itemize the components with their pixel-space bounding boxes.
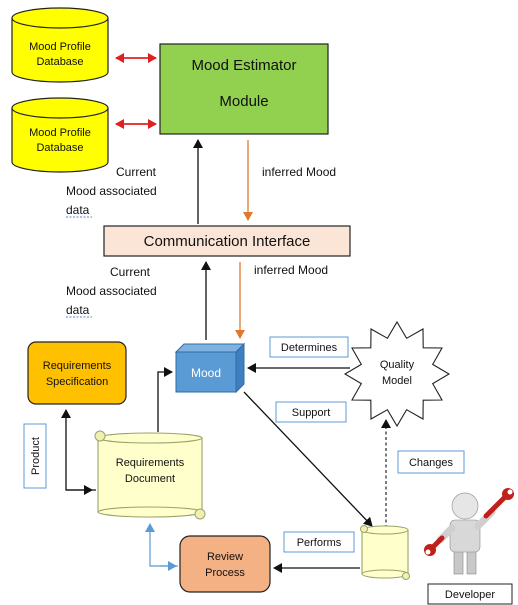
communication-interface: Communication Interface: [103, 225, 351, 257]
requirements-specification: Requirements Specification: [27, 341, 127, 405]
review-line2: Process: [205, 567, 245, 579]
database-1-line1: Mood Profile: [29, 41, 91, 53]
mid-current-line1: Current: [110, 265, 151, 279]
review-document-blue-arrow: [145, 523, 178, 567]
mid-current-line3: data: [66, 303, 90, 317]
mid-inferred-mood: inferred Mood: [254, 263, 328, 277]
communication-interface-label: Communication Interface: [144, 233, 311, 250]
product-label-box: Product: [23, 423, 47, 489]
developer-label: Developer: [445, 589, 495, 601]
quality-line2: Model: [382, 375, 412, 387]
developer-scroll: [360, 525, 410, 580]
top-current-line3: data: [66, 203, 90, 217]
mood-box: Mood: [174, 342, 246, 394]
determines-label-box: Determines: [269, 336, 349, 358]
mood-profile-database-1: Mood Profile Database: [11, 7, 109, 83]
top-inferred-mood: inferred Mood: [262, 165, 336, 179]
developer-figure-icon: [424, 488, 514, 575]
review-line1: Review: [207, 551, 243, 563]
performs-label-box: Performs: [283, 531, 355, 553]
mood-label: Mood: [191, 366, 221, 380]
doc-line1: Requirements: [116, 457, 185, 469]
mood-estimator-module: Mood Estimator Module: [159, 43, 329, 135]
database-2-line2: Database: [36, 142, 83, 154]
determines-label: Determines: [281, 342, 338, 354]
doc-line2: Document: [125, 473, 175, 485]
module-line1: Mood Estimator: [191, 57, 296, 74]
changes-label: Changes: [409, 457, 454, 469]
changes-label-box: Changes: [397, 450, 465, 474]
mid-current-line2: Mood associated: [66, 284, 157, 298]
spec-line1: Requirements: [43, 360, 112, 372]
document-to-spec-arrow: [61, 409, 96, 491]
quality-model-star: Quality Model: [343, 320, 451, 428]
performs-label: Performs: [297, 537, 342, 549]
mood-profile-database-2: Mood Profile Database: [11, 97, 109, 173]
database-1-line2: Database: [36, 56, 83, 68]
support-label-box: Support: [275, 401, 347, 423]
mood-to-developer-arrow: [243, 391, 373, 527]
spec-line2: Specification: [46, 376, 108, 388]
product-label: Product: [30, 437, 42, 475]
review-process: Review Process: [179, 535, 271, 593]
quality-line1: Quality: [380, 359, 415, 371]
top-current-line2: Mood associated: [66, 184, 157, 198]
module-line2: Module: [219, 93, 268, 110]
developer-label-box: Developer: [427, 583, 513, 605]
top-current-line1: Current: [116, 165, 157, 179]
document-to-mood-arrow: [157, 367, 173, 432]
requirements-document-scroll: Requirements Document: [94, 430, 206, 520]
database-2-line1: Mood Profile: [29, 127, 91, 139]
support-label: Support: [292, 407, 331, 419]
